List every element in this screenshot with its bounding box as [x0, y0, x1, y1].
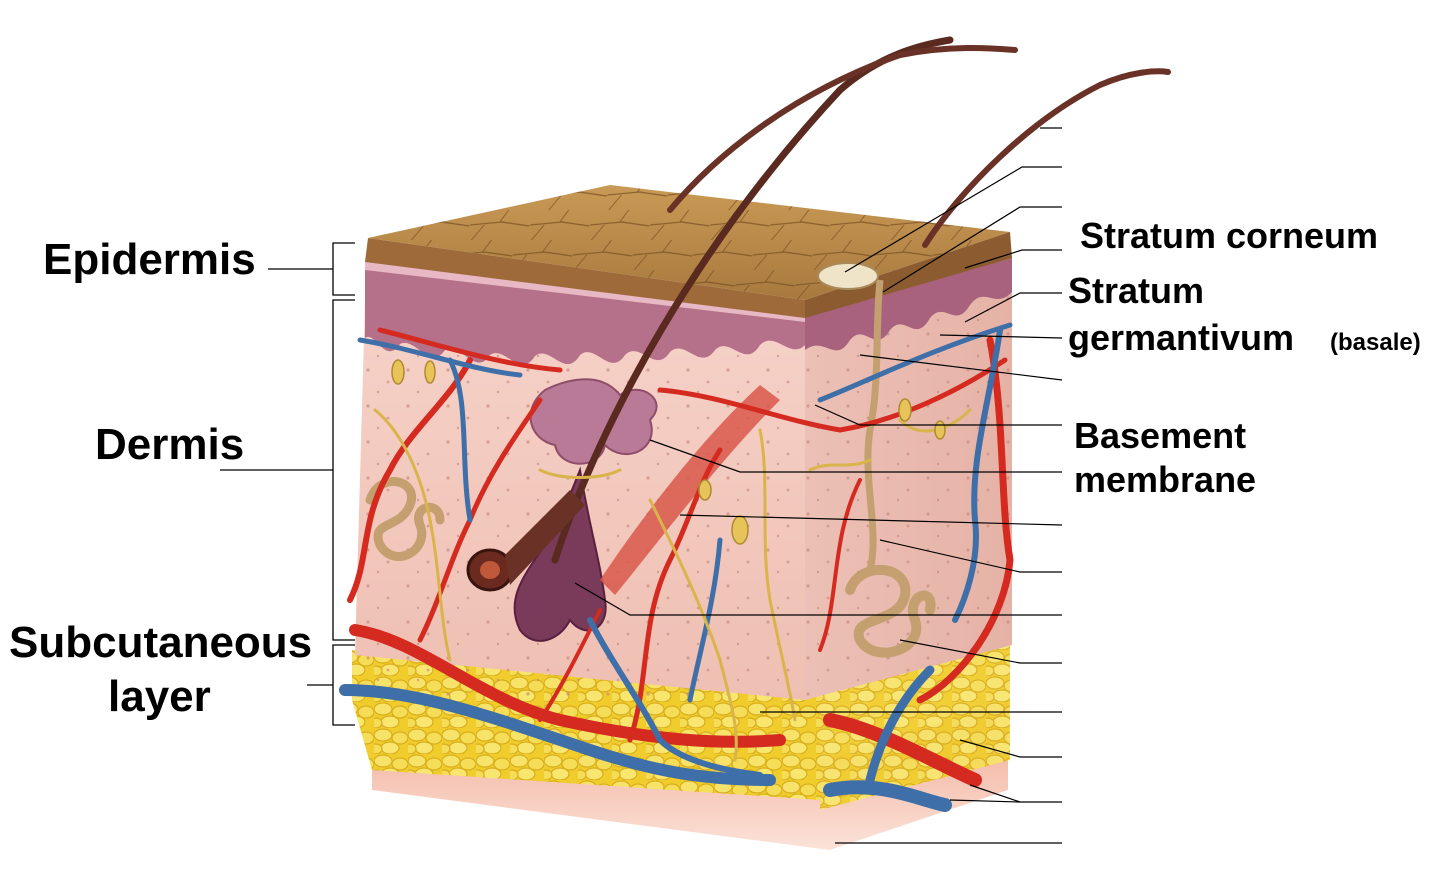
skin-surface-front-edge — [365, 238, 805, 318]
sweat-duct — [864, 279, 884, 571]
veins — [339, 322, 1013, 812]
epidermis-band-side — [805, 258, 1012, 351]
leader-right-4 — [964, 249, 1062, 269]
leader-right-11 — [879, 539, 1062, 573]
label-basale-note: (basale) — [1330, 329, 1421, 356]
hair-shaft-2 — [667, 44, 1018, 213]
leader-right-15 — [959, 739, 1062, 758]
sweat-gland-left — [365, 477, 445, 561]
hair-shaft-3 — [922, 68, 1171, 248]
arrector-pili-muscle — [600, 385, 780, 595]
layer-brackets — [332, 242, 355, 726]
leader-right-6 — [939, 334, 1063, 339]
leader-right-17 — [949, 799, 1021, 803]
sweat-pore — [817, 262, 879, 290]
label-stratum: Stratum — [1068, 270, 1205, 311]
label-membrane: membrane — [1074, 459, 1257, 500]
leader-right-12 — [574, 582, 1062, 616]
label-basement: Basement — [1074, 415, 1247, 456]
leader-right-2 — [844, 166, 1062, 273]
leader-right-3 — [882, 206, 1062, 293]
epidermis-band-front — [365, 262, 805, 365]
label-epidermis: Epidermis — [43, 235, 256, 284]
leader-right-13 — [899, 639, 1062, 664]
label-subcutaneous: Subcutaneous — [9, 618, 313, 667]
leader-right-9 — [649, 439, 1062, 473]
leader-right-7 — [859, 354, 1063, 381]
skin-surface-side-edge — [805, 232, 1012, 318]
leader-right-10 — [679, 514, 1063, 526]
label-dermis: Dermis — [95, 420, 245, 469]
sweat-gland-right — [845, 564, 936, 658]
label-stratum-corneum: Stratum corneum — [1080, 215, 1379, 256]
epidermis-bracket — [332, 242, 355, 296]
leader-right-8 — [814, 404, 1062, 426]
leader-right-5 — [964, 292, 1062, 323]
label-germantivum: germantivum — [1068, 317, 1295, 358]
leader-lines — [220, 127, 1063, 844]
arteries — [347, 327, 1014, 787]
label-subcutaneous-layer: layer — [108, 672, 211, 721]
